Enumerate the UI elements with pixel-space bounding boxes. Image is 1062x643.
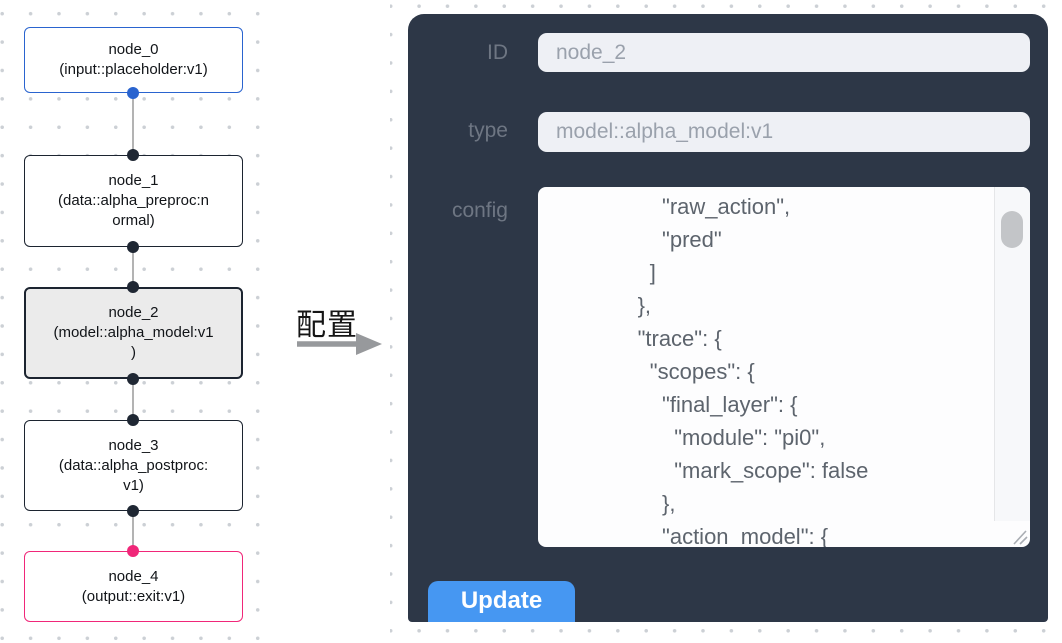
update-button[interactable]: Update: [428, 581, 575, 622]
flow-node-node_3[interactable]: node_3 (data::alpha_postproc: v1): [24, 420, 243, 511]
flow-node-node_2-selected[interactable]: node_2 (model::alpha_model:v1 ): [24, 287, 243, 379]
config-json-text: "raw_action", "pred" ] }, "trace": { "sc…: [637, 194, 869, 547]
configure-annotation-label: 配置: [296, 309, 358, 342]
config-textarea[interactable]: "raw_action", "pred" ] }, "trace": { "sc…: [538, 187, 1030, 547]
arrow-right-icon: [297, 333, 382, 355]
port-node4-top[interactable]: [127, 545, 139, 557]
type-field-label: type: [468, 119, 508, 142]
flow-node-node_1[interactable]: node_1 (data::alpha_preproc:n ormal): [24, 155, 243, 247]
config-field-label: config: [451, 199, 508, 222]
id-field-label: ID: [487, 41, 508, 64]
edge-node1-node2: [132, 247, 134, 288]
port-node3-top[interactable]: [127, 414, 139, 426]
type-input[interactable]: [538, 112, 1030, 152]
flow-node-node_0[interactable]: node_0 (input::placeholder:v1): [24, 27, 243, 93]
id-input[interactable]: [538, 33, 1030, 72]
scrollbar-thumb-icon[interactable]: [1001, 211, 1023, 248]
flow-node-node_4[interactable]: node_4 (output::exit:v1): [24, 551, 243, 622]
edge-node0-node1: [132, 93, 134, 156]
port-node1-bottom[interactable]: [127, 241, 139, 253]
edge-node2-node3: [132, 379, 134, 421]
port-node2-top[interactable]: [127, 281, 139, 293]
port-node2-bottom[interactable]: [127, 373, 139, 385]
port-node3-bottom[interactable]: [127, 505, 139, 517]
resize-corner-icon[interactable]: [1010, 529, 1028, 545]
config-scrollbar-track[interactable]: [994, 187, 1030, 521]
port-node0-bottom[interactable]: [127, 87, 139, 99]
edge-node3-node4: [132, 511, 134, 552]
port-node1-top[interactable]: [127, 149, 139, 161]
node-config-panel: ID type config "raw_action", "pred" ] },…: [408, 14, 1048, 622]
